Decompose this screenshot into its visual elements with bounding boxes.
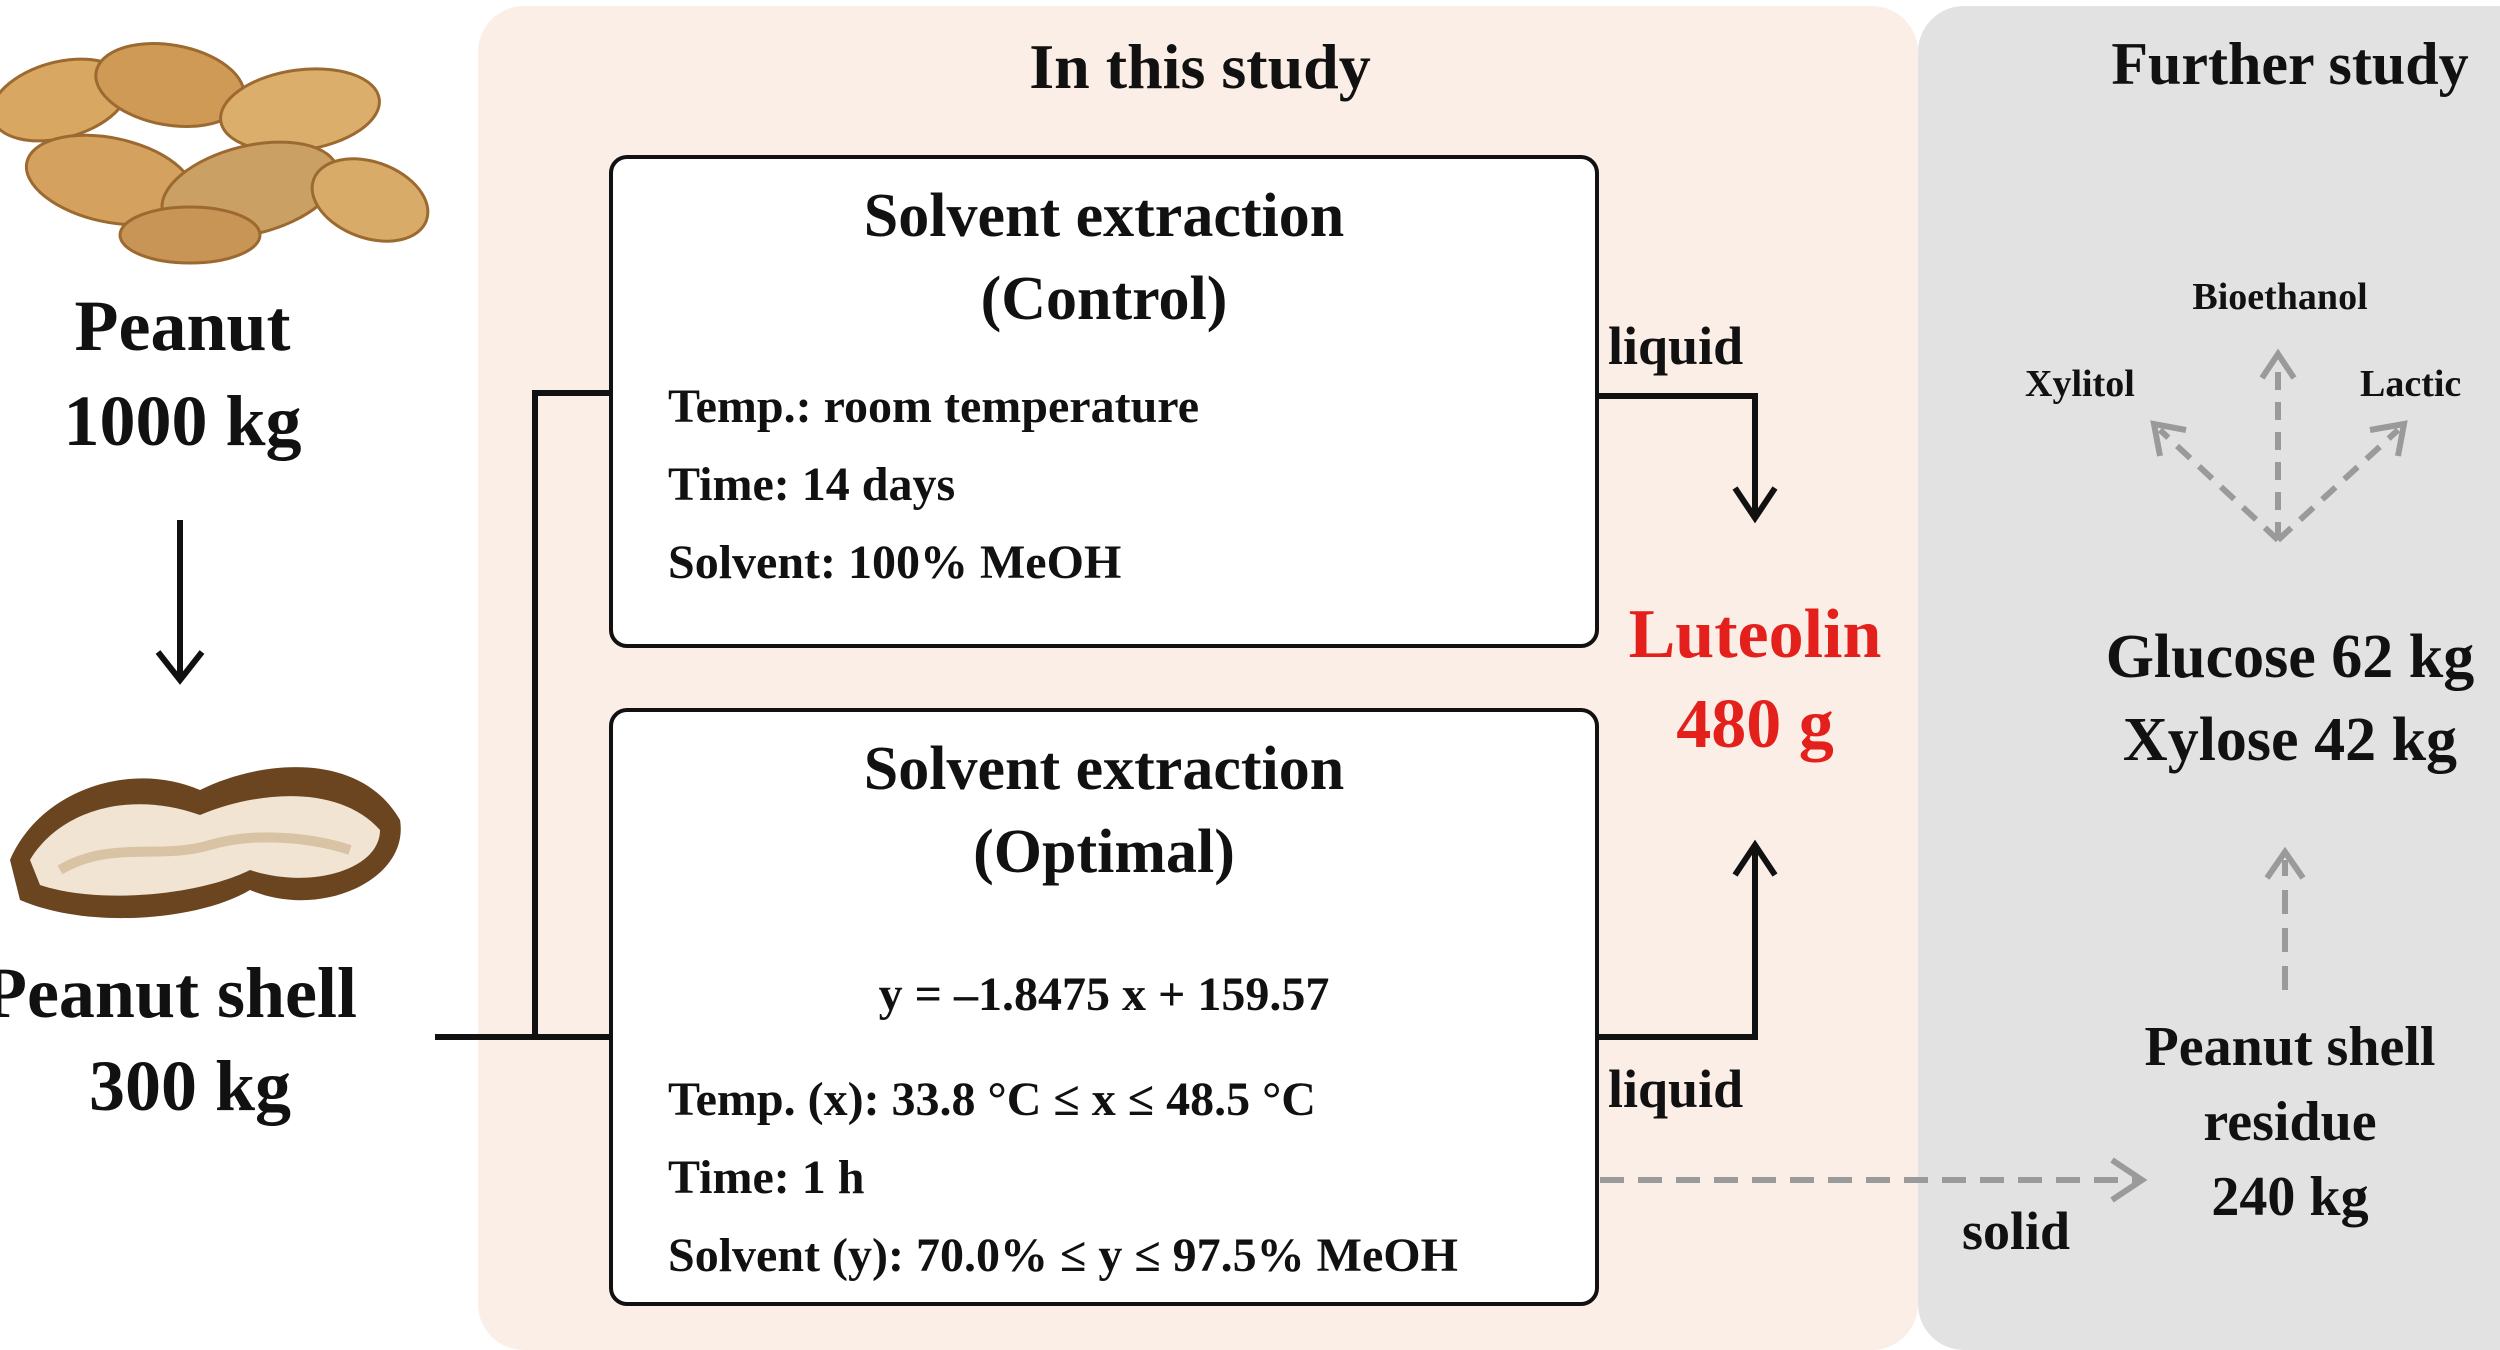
optimal-solvent: Solvent (y): 70.0% ≤ y ≤ 97.5% MeOH bbox=[668, 1229, 1458, 1282]
xylitol-label: Xylitol bbox=[2025, 363, 2135, 405]
control-solvent: Solvent: 100% MeOH bbox=[668, 536, 1122, 589]
glucose-amount: Glucose 62 kg bbox=[2105, 623, 2475, 691]
liquid-arrow-top bbox=[1599, 393, 1778, 524]
optimal-temp: Temp. (x): 33.8 °C ≤ x ≤ 48.5 °C bbox=[668, 1073, 1316, 1126]
optimal-box-subtitle: (Optimal) bbox=[973, 818, 1235, 886]
bioethanol-label: Bioethanol bbox=[2192, 276, 2368, 318]
further-study-title: Further study bbox=[2111, 31, 2469, 97]
luteolin-amount: 480 g bbox=[1676, 686, 1834, 763]
peanut-amount: 1000 kg bbox=[63, 381, 302, 461]
peanut-label: Peanut bbox=[74, 286, 291, 366]
residue-label-line2: residue bbox=[2203, 1091, 2377, 1153]
control-box-subtitle: (Control) bbox=[980, 265, 1228, 333]
control-box-title: Solvent extraction bbox=[863, 182, 1345, 250]
liquid-label-bottom: liquid bbox=[1608, 1059, 1744, 1119]
residue-label-line1: Peanut shell bbox=[2144, 1016, 2436, 1078]
peanut-shell-image bbox=[10, 767, 401, 919]
peanut-shell-label: Peanut shell bbox=[0, 953, 358, 1033]
residue-to-sugars-arrow bbox=[2264, 846, 2306, 990]
optimal-extraction-box: Solvent extraction (Optimal) y = –1.8475… bbox=[609, 708, 1599, 1306]
solid-arrowhead bbox=[2110, 1157, 2148, 1203]
solid-label: solid bbox=[1962, 1201, 2071, 1261]
peanut-shell-amount: 300 kg bbox=[88, 1046, 292, 1126]
further-study-panel bbox=[1918, 6, 2500, 1350]
lactic-label: Lactic bbox=[2360, 363, 2462, 405]
optimal-box-title: Solvent extraction bbox=[863, 735, 1345, 803]
sugars-to-products-arrows bbox=[2150, 348, 2408, 543]
optimal-time: Time: 1 h bbox=[668, 1151, 865, 1204]
liquid-arrow-bottom bbox=[1599, 839, 1778, 1040]
xylose-amount: Xylose 42 kg bbox=[2122, 706, 2458, 774]
peanut-image bbox=[0, 42, 430, 265]
peanut-to-shell-arrow bbox=[155, 520, 205, 685]
in-this-study-title: In this study bbox=[1029, 31, 1371, 102]
luteolin-label: Luteolin bbox=[1628, 596, 1882, 673]
residue-amount: 240 kg bbox=[2211, 1166, 2369, 1228]
shell-to-extraction-connector bbox=[435, 390, 609, 1040]
optimal-equation: y = –1.8475 x + 159.57 bbox=[878, 968, 1330, 1021]
control-extraction-box: Solvent extraction (Control) Temp.: room… bbox=[609, 155, 1599, 648]
control-time: Time: 14 days bbox=[668, 458, 956, 511]
liquid-label-top: liquid bbox=[1608, 316, 1744, 376]
control-temp: Temp.: room temperature bbox=[668, 380, 1199, 433]
